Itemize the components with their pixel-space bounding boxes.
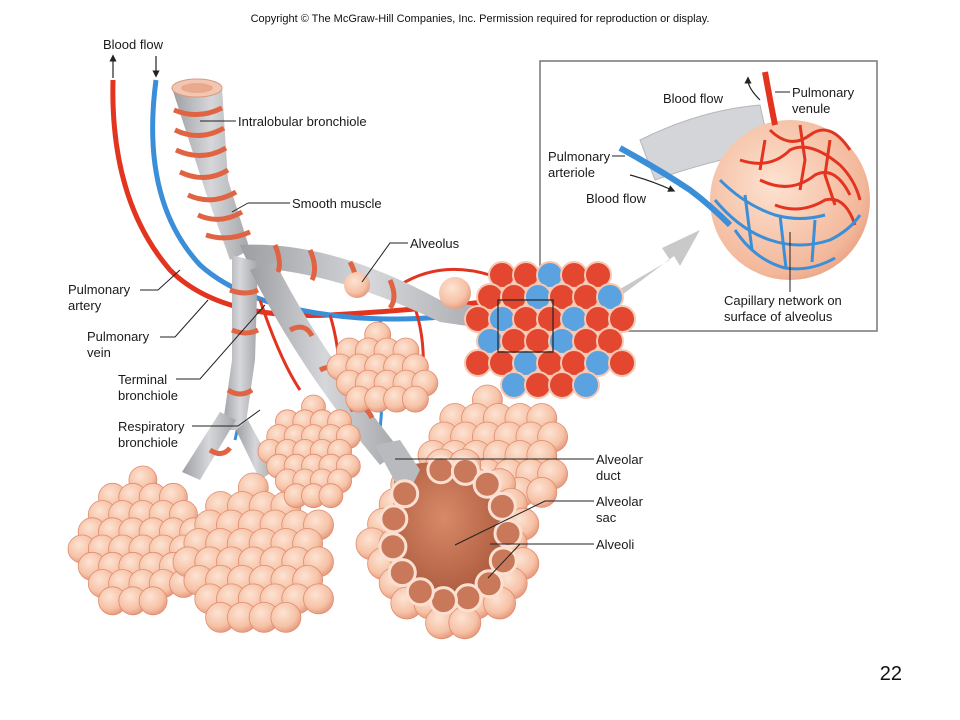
alveolus-bubble xyxy=(318,483,344,509)
label-blood-flow: Blood flow xyxy=(103,37,164,52)
label-terminal-bronchiole-1: Terminal xyxy=(118,372,167,387)
alveolar-sac xyxy=(393,462,505,601)
alveolus-chamber xyxy=(474,569,504,599)
inset-label-pulmonary-venule-2: venule xyxy=(792,101,830,116)
alveolus-chamber xyxy=(426,455,456,485)
alveolus-bubble xyxy=(303,583,334,615)
inset-flow-in-arrow xyxy=(629,174,676,192)
label-alveoli: Alveoli xyxy=(596,537,634,552)
label-alveolar-duct-1: Alveolar xyxy=(596,452,644,467)
alveolus-chamber xyxy=(379,504,409,534)
left-cluster-3 xyxy=(257,394,361,509)
label-pulmonary-artery-2: artery xyxy=(68,298,102,313)
zoom-region-box xyxy=(497,299,554,353)
label-pulmonary-vein-2: vein xyxy=(87,345,111,360)
label-alveolar-sac-2: sac xyxy=(596,510,617,525)
page-number: 22 xyxy=(879,663,902,685)
label-alveolar-sac-1: Alveolar xyxy=(596,494,644,509)
label-alveolar-duct-2: duct xyxy=(596,468,621,483)
capillary-alveolus xyxy=(596,327,624,355)
alveolus-chamber xyxy=(378,532,408,562)
label-intralobular-bronchiole: Intralobular bronchiole xyxy=(238,114,367,129)
label-pulmonary-artery-1: Pulmonary xyxy=(68,282,131,297)
alveolus-chamber xyxy=(487,491,517,521)
label-terminal-bronchiole-2: bronchiole xyxy=(118,388,178,403)
inset-label-pulmonary-arteriole-1: Pulmonary xyxy=(548,149,611,164)
alveolus-chamber xyxy=(390,479,420,509)
alveolus-chamber xyxy=(453,583,483,613)
capillary-cluster xyxy=(464,261,636,399)
alveolus-chamber xyxy=(472,469,502,499)
alveolus-bubble xyxy=(401,385,429,413)
inset-label-blood-flow-in: Blood flow xyxy=(586,191,647,206)
capillary-alveolus xyxy=(608,305,636,333)
respiratory-bronchiole xyxy=(250,262,400,465)
alveolus-bubble xyxy=(270,602,302,633)
alveolus-bubble xyxy=(526,476,558,508)
inset-capillaries-red xyxy=(739,124,862,226)
alveolus-chamber xyxy=(387,558,417,588)
inset-label-pulmonary-arteriole-2: arteriole xyxy=(548,165,595,180)
capillary-alveolus xyxy=(608,349,636,377)
label-respiratory-bronchiole-1: Respiratory xyxy=(118,419,185,434)
inset-label-blood-flow-out: Blood flow xyxy=(663,91,724,106)
label-pulmonary-vein-1: Pulmonary xyxy=(87,329,150,344)
left-cluster-2 xyxy=(172,472,334,633)
alveolar-sac-cutaway xyxy=(355,440,540,640)
capillary-alveolus xyxy=(584,261,612,289)
inset-label-capillary-network-2: surface of alveolus xyxy=(724,309,833,324)
terminal-bronchiole xyxy=(240,244,500,330)
inset-label-capillary-network-1: Capillary network on xyxy=(724,293,842,308)
label-smooth-muscle: Smooth muscle xyxy=(292,196,382,211)
alveolus-chamber xyxy=(450,456,480,486)
alveolus-chamber xyxy=(493,519,523,548)
label-respiratory-bronchiole-2: bronchiole xyxy=(118,435,178,450)
main-labels: Intralobular bronchiole Smooth muscle Al… xyxy=(68,114,644,579)
mid-cluster xyxy=(326,321,439,413)
alveolus-bubble xyxy=(138,586,168,616)
capillary-alveolus xyxy=(464,349,492,377)
copyright-notice: Copyright © The McGraw-Hill Companies, I… xyxy=(250,13,710,25)
inset-arteriole xyxy=(618,145,733,228)
capillary-alveolus xyxy=(500,371,528,399)
inset-label-pulmonary-venule-1: Pulmonary xyxy=(792,85,855,100)
capillary-alveolus xyxy=(596,283,624,311)
capillary-alveolus xyxy=(548,371,576,399)
inset-capillaries-blue xyxy=(713,178,862,271)
inset-flow-out-arrow xyxy=(744,76,761,101)
capillary-alveolus xyxy=(524,371,552,399)
inset-venule xyxy=(762,71,778,126)
alveolus-chamber xyxy=(405,577,435,607)
alveolar-clusters xyxy=(67,321,568,633)
capillary-alveolus xyxy=(572,371,600,399)
single-alveolus xyxy=(344,272,370,298)
label-alveolus: Alveolus xyxy=(410,236,460,251)
